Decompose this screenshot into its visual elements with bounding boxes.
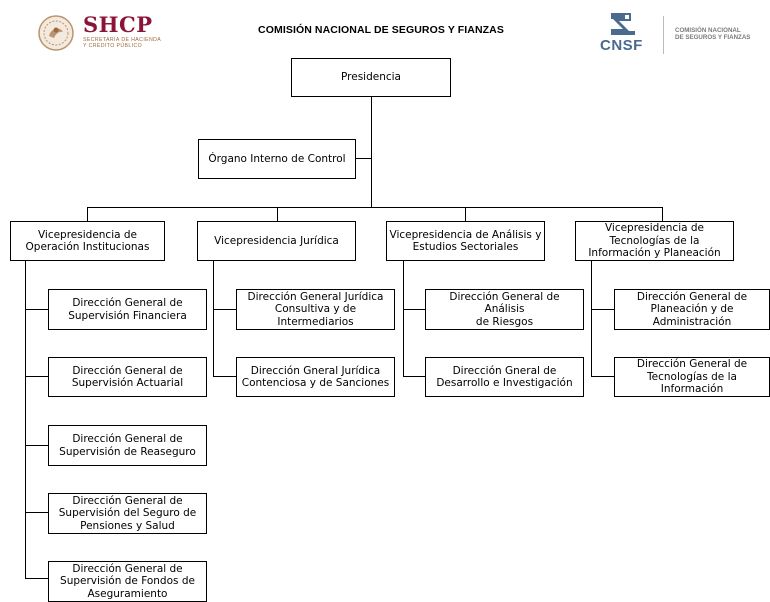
node-vp-tecnologias: Vicepresidencia de Tecnologías de la Inf…: [575, 221, 734, 261]
connector-vp-bus: [87, 207, 663, 208]
node-vp-juridica: Vicepresidencia Jurídica: [197, 221, 356, 261]
connector-col1-branch: [25, 376, 49, 377]
connector-col1-spine: [25, 261, 26, 579]
connector-col1-branch: [25, 445, 49, 446]
node-dg-tecnologias-informacion: Dirección General de Tecnologías de la I…: [614, 357, 770, 397]
connector-col1-branch: [25, 309, 49, 310]
connector-vp1-drop: [87, 207, 88, 222]
node-dg-planeacion-administracion: Dirección General de Planeación y de Adm…: [614, 289, 770, 330]
connector-control: [356, 158, 371, 159]
connector-vp2-drop: [277, 207, 278, 222]
node-vp-operacion: Vicepresidencia de Operación Institucion…: [10, 221, 165, 261]
cnsf-emblem-icon: [611, 13, 635, 35]
node-presidencia: Presidencia: [291, 58, 451, 97]
cnsf-wordmark: CNSF: [600, 37, 643, 54]
connector-col1-branch: [25, 578, 49, 579]
node-dg-supervision-fondos: Dirección General de Supervisión de Fond…: [48, 561, 207, 602]
node-dg-juridica-contenciosa: Dirección Gneral Jurídica Contenciosa y …: [236, 357, 395, 397]
shcp-logo: [36, 14, 80, 52]
node-dg-desarrollo-investigacion: Dirección Gneral de Desarrollo e Investi…: [425, 357, 584, 397]
page-title: COMISIÓN NACIONAL DE SEGUROS Y FIANZAS: [258, 24, 504, 36]
connector-col3-spine: [403, 261, 404, 377]
connector-vp3-drop: [465, 207, 466, 222]
node-dg-supervision-reaseguro: Dirección General de Supervisión de Reas…: [48, 425, 207, 466]
connector-col3-branch: [403, 309, 426, 310]
node-dg-juridica-consultiva: Dirección General Jurídica Consultiva y …: [236, 289, 395, 330]
connector-col4-branch: [591, 376, 615, 377]
connector-root-trunk: [371, 97, 372, 208]
connector-col4-branch: [591, 309, 615, 310]
node-dg-supervision-financiera: Dirección General de Supervisión Financi…: [48, 289, 207, 330]
logo-divider: [663, 16, 664, 54]
cnsf-subtitle: COMISIÓN NACIONAL DE SEGUROS Y FIANZAS: [675, 27, 751, 42]
connector-col4-spine: [591, 261, 592, 377]
connector-col3-branch: [403, 376, 426, 377]
connector-col2-branch: [213, 309, 237, 310]
connector-col2-spine: [213, 261, 214, 377]
cnsf-logo: [605, 9, 641, 37]
connector-col1-branch: [25, 512, 49, 513]
shcp-wordmark: SHCP: [83, 12, 153, 37]
mexico-seal-icon: [38, 15, 74, 51]
shcp-subtitle: SECRETARÍA DE HACIENDA Y CRÉDITO PÚBLICO: [83, 37, 162, 49]
node-dg-analisis-riesgos: Dirección General de Análisis de Riesgos: [425, 289, 584, 330]
node-organo-interno-control: Órgano Interno de Control: [198, 139, 356, 179]
node-vp-analisis: Vicepresidencia de Análisis y Estudios S…: [386, 221, 545, 261]
node-dg-supervision-actuarial: Dirección General de Supervisión Actuari…: [48, 357, 207, 397]
connector-col2-branch: [213, 376, 237, 377]
connector-vp4-drop: [662, 207, 663, 222]
node-dg-supervision-pensiones-salud: Dirección General de Supervisión del Seg…: [48, 493, 207, 534]
